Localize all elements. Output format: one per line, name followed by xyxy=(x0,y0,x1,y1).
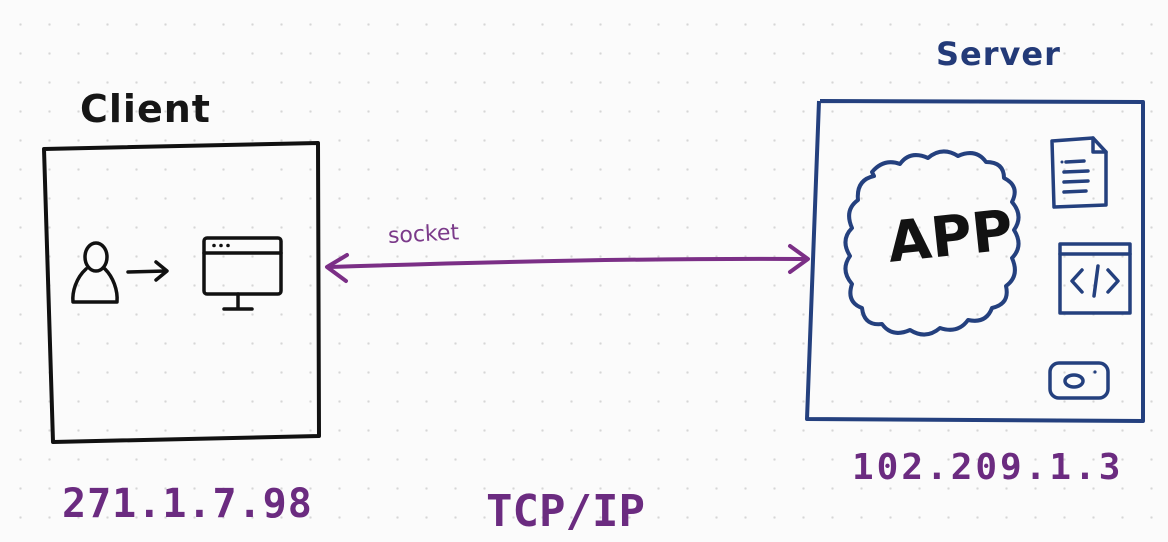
socket-label: socket xyxy=(387,220,460,249)
protocol-label: TCP/IP xyxy=(486,486,645,537)
document-icon xyxy=(1050,136,1108,209)
socket-connection-arrow xyxy=(325,244,810,283)
app-cloud-shape xyxy=(843,149,1021,337)
client-ip-address: 271.1.7.98 xyxy=(62,481,313,527)
client-box xyxy=(42,141,321,444)
server-title: Server xyxy=(936,35,1061,73)
user-icon xyxy=(71,241,119,304)
server-box xyxy=(805,99,1145,423)
client-title: Client xyxy=(80,87,211,131)
camera-icon xyxy=(1048,361,1110,400)
server-ip-address: 102.209.1.3 xyxy=(852,447,1124,488)
browser-monitor-icon xyxy=(202,236,283,311)
code-window-icon xyxy=(1058,242,1132,315)
app-label: APP xyxy=(884,198,1017,276)
user-to-screen-arrow xyxy=(126,260,169,282)
